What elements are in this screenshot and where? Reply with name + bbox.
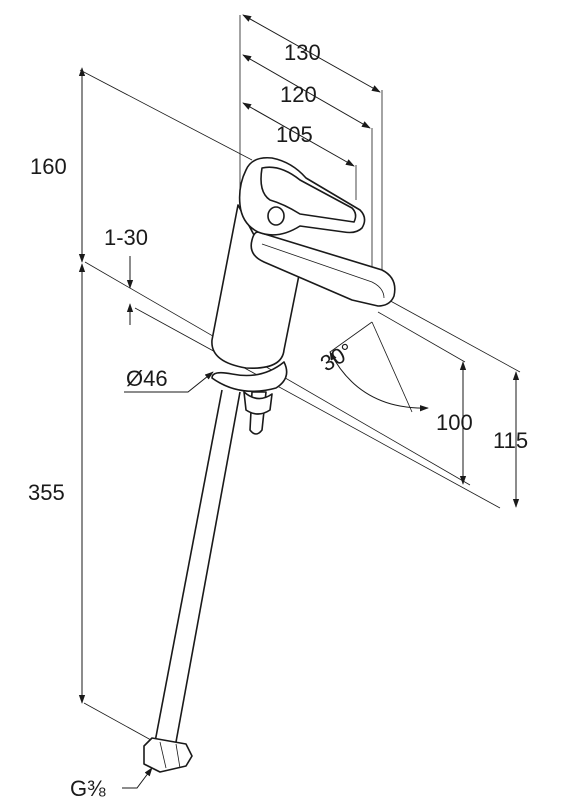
faucet-spout [250,231,396,307]
dim-line-105 [242,102,355,167]
label-115: 115 [493,428,528,453]
faucet-lever [260,166,357,223]
label-diameter-46: Ø46 [126,366,168,391]
label-130: 130 [284,40,321,65]
label-355: 355 [28,480,65,505]
hose-nut [143,737,193,773]
label-105: 105 [276,122,313,147]
dimension-lines [78,14,520,789]
supply-hose [143,389,241,773]
dim-leader-g38 [122,767,153,789]
lever-pivot [267,206,285,226]
label-100: 100 [436,410,473,435]
label-1-30: 1-30 [104,225,148,250]
faucet-body [211,156,396,435]
dimension-labels: 130 120 105 160 1-30 Ø46 355 100 115 30°… [28,40,528,800]
label-160: 160 [30,154,67,179]
label-thread-g38: G⅜ [70,776,106,800]
dim-arc-30deg [329,351,429,412]
dim-leader-46 [124,371,214,393]
label-120: 120 [280,82,317,107]
label-angle-30: 30° [316,338,357,376]
